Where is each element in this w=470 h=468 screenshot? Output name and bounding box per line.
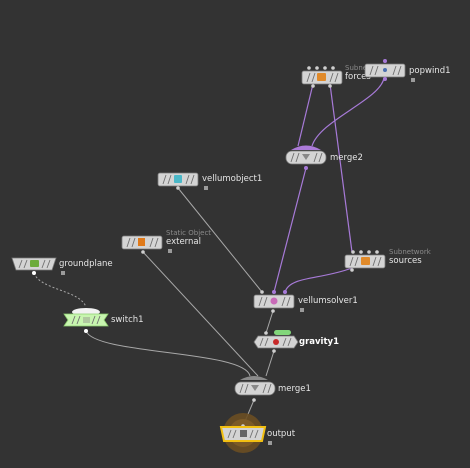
node-label: sources (389, 256, 422, 266)
output-port[interactable] (176, 186, 180, 190)
input-port[interactable] (264, 331, 268, 335)
node-label: vellumsolver1 (298, 296, 358, 306)
node-label: external (166, 237, 201, 247)
output-port[interactable] (328, 84, 332, 88)
output-port[interactable] (141, 250, 145, 254)
output-port[interactable] (272, 349, 276, 353)
wires (33, 77, 385, 427)
node-groundplane[interactable]: groundplane (11, 257, 113, 275)
input-port[interactable] (283, 290, 287, 294)
wire-groundplane-switch1[interactable] (33, 272, 87, 308)
node-vellumsolver1[interactable]: vellumsolver1 (253, 290, 358, 313)
input-port[interactable] (315, 66, 319, 70)
node-vellumobject1[interactable]: vellumobject1 (157, 172, 262, 190)
input-port[interactable] (331, 66, 335, 70)
wire-merge2-vellumsolver1[interactable] (273, 167, 307, 293)
input-bar[interactable] (291, 145, 321, 151)
node-flag-icon (61, 271, 65, 275)
node-flag-icon (204, 186, 208, 190)
node-subtitle: Subnetwork (389, 248, 432, 256)
node-label: gravity1 (299, 337, 339, 347)
input-bar[interactable] (240, 376, 268, 380)
node-label: output (267, 429, 296, 439)
output-port[interactable] (84, 329, 88, 333)
wire-popwind1-merge2[interactable] (311, 77, 385, 147)
output-port[interactable] (304, 166, 308, 170)
input-port[interactable] (260, 290, 264, 294)
input-port[interactable] (307, 66, 311, 70)
node-sources[interactable]: Subnetwork sources (344, 248, 432, 272)
input-port[interactable] (375, 250, 379, 254)
merge-icon (251, 385, 259, 391)
cloth-icon (174, 175, 182, 183)
wind-icon (383, 68, 387, 72)
input-port[interactable] (367, 250, 371, 254)
node-label: merge1 (278, 384, 311, 394)
output-port[interactable] (311, 84, 315, 88)
output-port[interactable] (252, 398, 256, 402)
output-icon (240, 430, 247, 437)
node-label: popwind1 (409, 66, 451, 76)
output-port[interactable] (350, 268, 354, 272)
wire-forces-sources[interactable] (329, 83, 353, 253)
node-label: forces (345, 72, 371, 82)
node-switch1[interactable]: switch1 (63, 308, 144, 333)
wire-forces-merge2[interactable] (297, 83, 314, 147)
input-port[interactable] (323, 66, 327, 70)
node-label: vellumobject1 (202, 174, 262, 184)
node-flag-icon (168, 249, 172, 253)
node-gravity1[interactable]: gravity1 (253, 330, 339, 353)
node-popwind1[interactable]: popwind1 (364, 59, 451, 82)
gravity-icon (273, 339, 279, 345)
switch-icon (83, 317, 90, 323)
ground-icon (30, 260, 39, 267)
merge-icon (302, 154, 310, 160)
output-port[interactable] (271, 309, 275, 313)
output-port[interactable] (383, 77, 387, 81)
wire-gravity1-merge1[interactable] (265, 350, 275, 377)
input-port[interactable] (272, 290, 276, 294)
node-flag-icon (300, 308, 304, 312)
node-flag-icon (268, 441, 272, 445)
subnet-icon (361, 257, 370, 265)
bypass-flag[interactable] (274, 330, 291, 335)
input-port[interactable] (383, 59, 387, 63)
input-port[interactable] (359, 250, 363, 254)
wire-sources-vellumsolver1[interactable] (284, 267, 353, 293)
node-merge2[interactable]: merge2 (285, 145, 363, 171)
wire-vellumobject1-vellumsolver1[interactable] (177, 187, 263, 293)
node-label: groundplane (59, 259, 113, 269)
node-label: switch1 (111, 315, 144, 325)
wire-external-merge1[interactable] (142, 251, 259, 377)
node-output[interactable]: output (219, 413, 296, 453)
wire-switch1-merge1[interactable] (85, 330, 251, 377)
node-subtitle: Static Object (166, 229, 211, 237)
node-flag-icon (411, 78, 415, 82)
node-merge1[interactable]: merge1 (234, 376, 311, 402)
input-port[interactable] (351, 250, 355, 254)
node-label: merge2 (330, 153, 363, 163)
output-port[interactable] (32, 271, 36, 275)
subnet-icon (317, 73, 326, 81)
static-object-icon (138, 238, 145, 246)
solver-icon (270, 297, 278, 305)
wire-vellumsolver1-gravity1[interactable] (265, 310, 274, 334)
node-external[interactable]: Static Object external (121, 229, 211, 254)
